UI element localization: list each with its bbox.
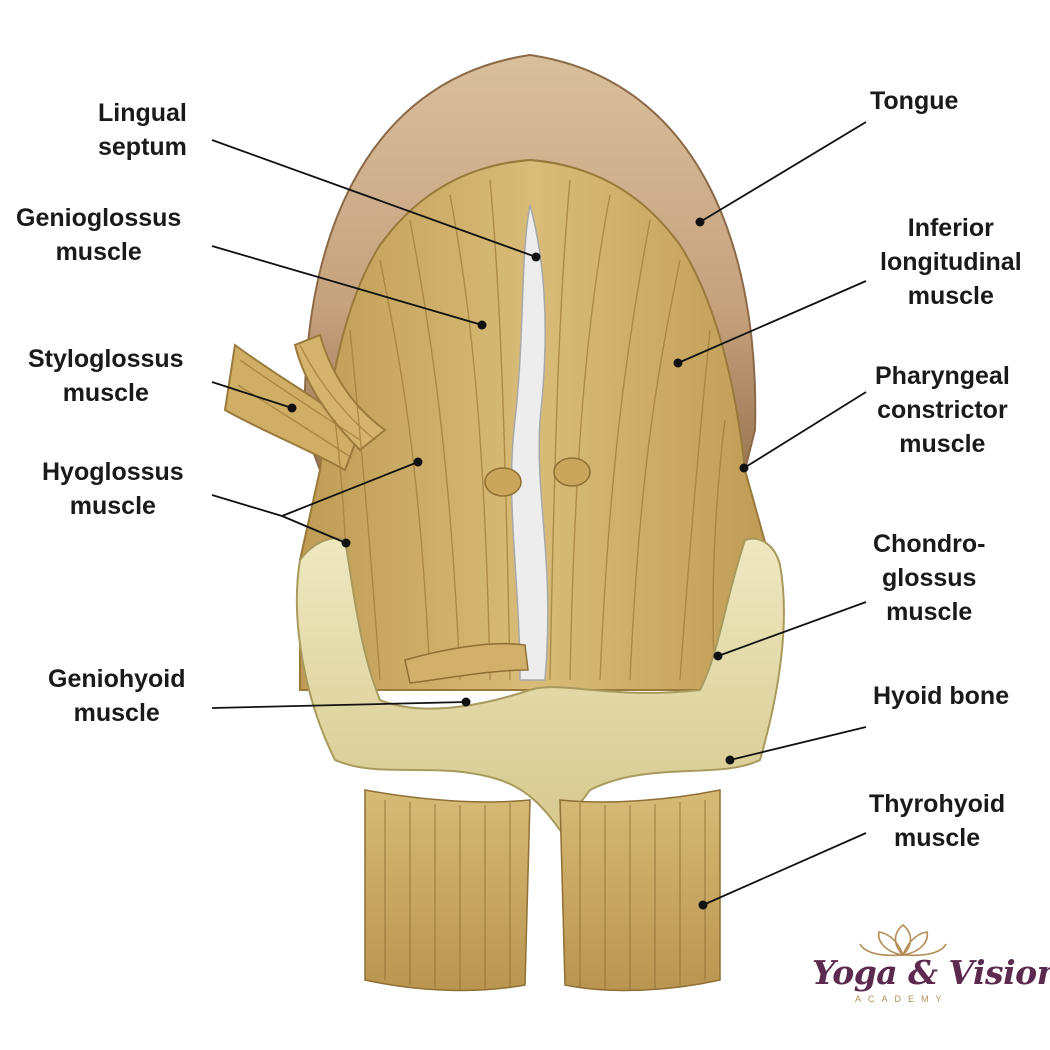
label-tongue: Tongue — [870, 84, 958, 118]
leader-lingual-septum — [211, 139, 537, 258]
label-line: Genioglossus — [16, 204, 182, 232]
leader-lines — [211, 121, 867, 906]
septum-knot-right — [553, 457, 591, 487]
styloglossus-bundle-2 — [293, 333, 387, 452]
label-line: Pharyngeal — [875, 362, 1010, 390]
label-line: Inferior — [907, 214, 994, 242]
label-chondroglossus: Chondro- glossus muscle — [873, 527, 985, 629]
label-hyoid-bone: Hyoid bone — [873, 679, 1009, 713]
label-line: Tongue — [870, 87, 959, 115]
hyoid-bone — [295, 537, 785, 832]
label-lingual-septum: Lingual septum — [98, 96, 187, 164]
septum-knot-left — [484, 467, 522, 497]
logo-subtitle: ACADEMY — [855, 994, 949, 1004]
thyrohyoid-fibers — [384, 800, 706, 990]
leader-tongue — [699, 121, 867, 223]
label-line: muscle — [69, 492, 156, 520]
label-line: constrictor — [877, 396, 1008, 424]
label-line: muscle — [73, 699, 160, 727]
logo-wordmark: Yoga & Vision — [812, 953, 1050, 992]
label-inferior-longitudinal: Inferior longitudinal muscle — [880, 211, 1022, 313]
leader-geniohyoid — [211, 701, 467, 709]
label-styloglossus: Styloglossus muscle — [28, 342, 184, 410]
label-line: Hyoid bone — [873, 682, 1010, 710]
label-line: Hyoglossus — [42, 458, 184, 486]
leader-thyrohyoid — [702, 832, 867, 906]
geniohyoid-tendon — [404, 642, 529, 684]
leader-pharyngeal — [743, 391, 867, 469]
leader-styloglossus — [211, 381, 293, 409]
leader-hyoglossus-2 — [281, 515, 347, 544]
lingual-septum — [510, 204, 549, 681]
muscle-fibers — [237, 179, 726, 681]
label-hyoglossus: Hyoglossus muscle — [42, 455, 184, 523]
label-line: Geniohyoid — [48, 665, 186, 693]
leader-inferior-longitudinal — [677, 280, 867, 364]
label-line: muscle — [899, 430, 986, 458]
label-line: muscle — [907, 282, 994, 310]
leader-dots — [287, 217, 749, 910]
label-genioglossus: Genioglossus muscle — [16, 201, 181, 269]
label-line: Styloglossus — [28, 345, 184, 373]
label-geniohyoid: Geniohyoid muscle — [48, 662, 186, 730]
label-line: Thyrohyoid — [869, 790, 1006, 818]
leader-hyoid — [729, 726, 867, 761]
lotus-logo-icon — [859, 923, 947, 957]
leader-chondroglossus — [717, 601, 867, 657]
label-line: muscle — [893, 824, 981, 852]
label-line: muscle — [55, 238, 142, 266]
label-line: Lingual — [98, 99, 187, 127]
label-line: glossus — [881, 564, 977, 592]
label-line: septum — [98, 133, 187, 161]
label-line: longitudinal — [880, 248, 1022, 276]
label-line: Chondro- — [873, 530, 986, 558]
label-thyrohyoid: Thyrohyoid muscle — [869, 787, 1005, 855]
thyrohyoid-left — [364, 789, 531, 992]
thyrohyoid-right — [559, 789, 721, 992]
leader-genioglossus — [211, 245, 483, 326]
label-line: muscle — [62, 379, 149, 407]
label-pharyngeal-constrictor: Pharyngeal constrictor muscle — [875, 359, 1010, 461]
label-line: muscle — [886, 598, 973, 626]
